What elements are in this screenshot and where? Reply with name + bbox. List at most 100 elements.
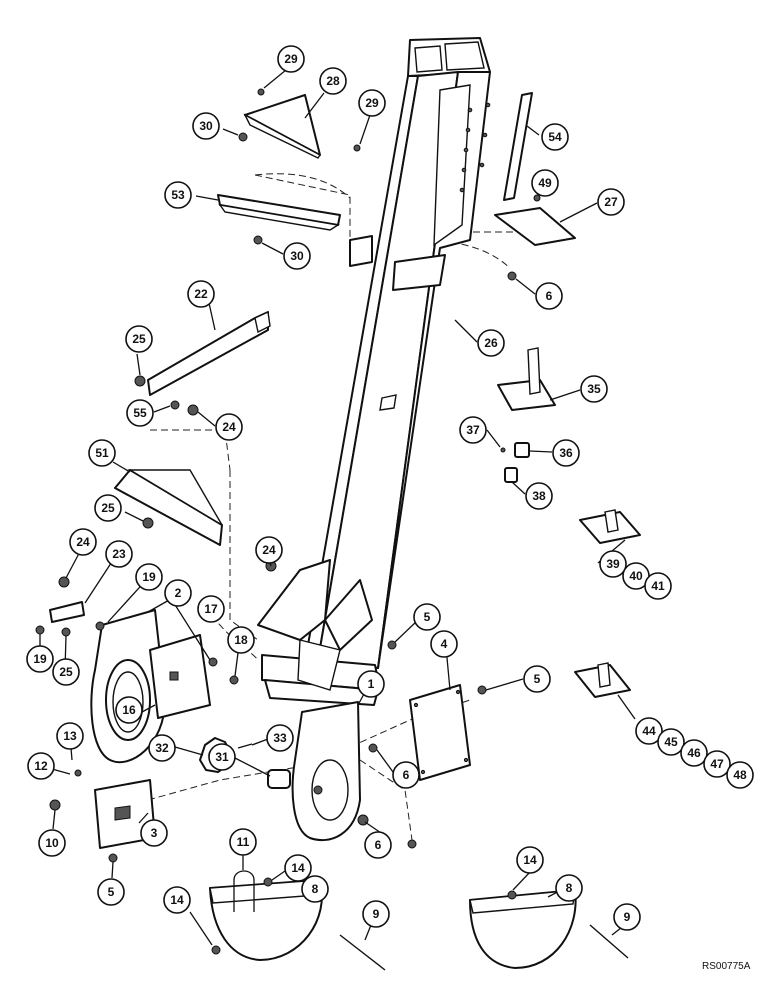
svg-text:46: 46 [687,746,701,760]
part-11-u-bolt [233,870,255,912]
svg-text:5: 5 [108,885,115,899]
callout-47: 47 [703,750,731,778]
svg-text:35: 35 [587,382,601,396]
callout-39: 39 [599,550,627,578]
callout-24: 24 [69,528,97,556]
svg-text:5: 5 [424,610,431,624]
callout-29: 29 [277,45,305,73]
callout-38: 38 [525,482,553,510]
svg-text:41: 41 [651,579,665,593]
part-54-strip [503,92,533,201]
svg-text:25: 25 [101,501,115,515]
callout-54: 54 [541,123,569,151]
svg-text:12: 12 [34,759,48,773]
part-16-cover [149,634,211,719]
svg-text:49: 49 [538,176,552,190]
callout-18: 18 [227,626,255,654]
svg-text:44: 44 [642,724,656,738]
svg-text:25: 25 [132,332,146,346]
svg-text:14: 14 [170,893,184,907]
callout-33: 33 [266,724,294,752]
svg-text:14: 14 [523,853,537,867]
callout-19: 19 [135,563,163,591]
callout-49: 49 [531,169,559,197]
callout-6: 6 [535,282,563,310]
callout-37: 37 [459,416,487,444]
callout-2: 2 [164,579,192,607]
callout-14: 14 [516,846,544,874]
callout-30: 30 [283,242,311,270]
svg-text:29: 29 [284,52,298,66]
svg-text:11: 11 [237,835,250,849]
callout-36: 36 [552,439,580,467]
svg-text:8: 8 [566,881,573,895]
callout-6: 6 [364,831,392,859]
part-23-bracket [49,601,85,623]
svg-text:17: 17 [204,602,218,616]
svg-text:9: 9 [624,910,631,924]
callout-51: 51 [88,439,116,467]
svg-text:6: 6 [375,838,382,852]
callout-14: 14 [163,886,191,914]
callout-9: 9 [613,903,641,931]
part-31-bushing [267,769,291,789]
svg-text:30: 30 [199,119,213,133]
callout-35: 35 [580,375,608,403]
svg-text:22: 22 [194,287,208,301]
svg-text:25: 25 [59,665,73,679]
callout-11: 11 [229,828,257,856]
part-53-angle-bar [217,194,341,231]
svg-text:37: 37 [466,423,480,437]
svg-text:19: 19 [33,652,47,666]
part-51-support [114,469,223,546]
svg-text:54: 54 [548,130,562,144]
callout-32: 32 [148,734,176,762]
part-1-housing [291,701,361,842]
callout-25: 25 [52,658,80,686]
callout-5: 5 [413,603,441,631]
callout-53: 53 [164,181,192,209]
svg-text:13: 13 [63,729,77,743]
part-36-clip [514,442,530,458]
callout-45: 45 [657,728,685,756]
callout-6: 6 [392,761,420,789]
callout-14: 14 [284,854,312,882]
svg-text:18: 18 [234,633,248,647]
callout-16: 16 [115,696,143,724]
svg-text:30: 30 [290,249,304,263]
svg-text:10: 10 [45,836,59,850]
reference-code: RS00775A [702,961,751,972]
elevator-tube [304,37,491,669]
part-28-bracket [243,94,322,159]
callout-3: 3 [140,819,168,847]
svg-text:24: 24 [76,535,90,549]
part-33-key [237,743,253,749]
svg-text:23: 23 [112,547,126,561]
callout-12: 12 [27,752,55,780]
part-22-brace [147,310,271,396]
part-38-clip [504,467,518,483]
callout-17: 17 [197,595,225,623]
svg-text:45: 45 [664,735,678,749]
callout-9: 9 [362,900,390,928]
callout-24: 24 [215,413,243,441]
svg-text:24: 24 [222,420,236,434]
callout-48: 48 [726,761,754,789]
callout-10: 10 [38,829,66,857]
callout-25: 25 [94,494,122,522]
svg-text:36: 36 [559,446,573,460]
svg-text:19: 19 [142,570,156,584]
svg-text:26: 26 [484,336,498,350]
svg-text:32: 32 [155,741,169,755]
callout-28: 28 [319,67,347,95]
callout-25: 25 [125,325,153,353]
callout-5: 5 [97,878,125,906]
svg-text:55: 55 [133,406,147,420]
hardware-fasteners [35,88,541,955]
tube-hopper [257,559,381,706]
part-8-trough-right [469,889,577,969]
part-35-assembly [497,347,556,411]
svg-text:9: 9 [373,907,380,921]
svg-text:51: 51 [95,446,109,460]
svg-text:29: 29 [365,96,379,110]
